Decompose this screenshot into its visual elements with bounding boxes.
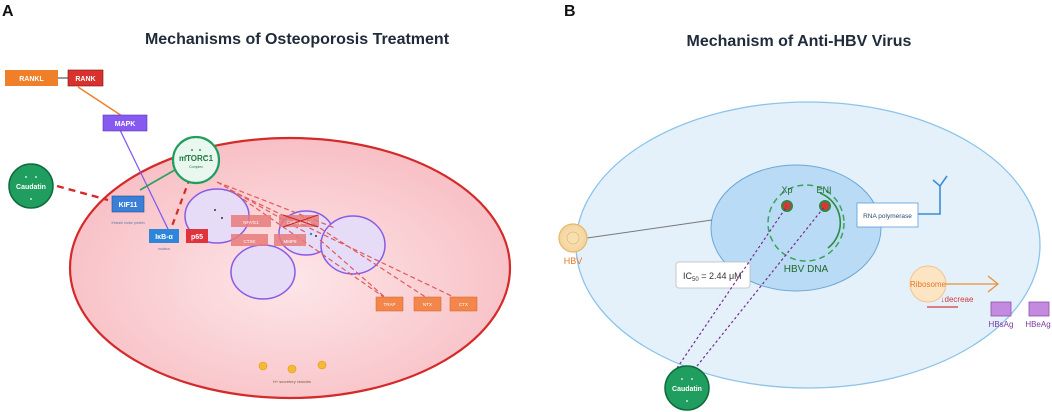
caudatin-kif11-inhibit <box>56 184 109 202</box>
mapk-ikba-link <box>119 129 169 230</box>
mmp9-rect <box>274 234 306 246</box>
kif11-sublabel: Kinesin motor protein <box>111 221 144 225</box>
trap-rect <box>375 296 404 312</box>
rank-label: RANK <box>75 76 95 83</box>
mapk-box: MAPK <box>102 114 148 132</box>
ntx-box: NTX <box>413 296 442 312</box>
p65-label: p65 <box>191 234 203 241</box>
ctx-rect <box>449 296 478 312</box>
ribosome-label: Ribosome <box>910 280 947 289</box>
hbsag-square <box>990 301 1012 317</box>
panel-b-title: Mechanism of Anti-HBV Virus <box>687 33 912 50</box>
ic50-prefix: IC <box>683 271 693 281</box>
ikba-box: IκB-α nucleus <box>149 229 179 251</box>
caudatin-a-label: Caudatin <box>16 184 46 191</box>
nucleus-dot <box>221 217 223 219</box>
decrease-label: ↓decreae <box>941 295 974 304</box>
ctsk-label: CTSK <box>243 239 255 244</box>
hbv-entry-line <box>586 219 713 239</box>
enl-label: ENI <box>816 185 831 195</box>
p65-box: p65 <box>186 229 208 243</box>
ic50-subscript: 50 <box>692 277 699 283</box>
ic50-value: = 2.44 μM <box>699 271 742 281</box>
hbv-dna-ring <box>767 184 845 262</box>
ctsk-box: CTSK <box>231 234 268 246</box>
ribosome-output-arrow <box>946 275 1000 293</box>
kif11-rect <box>111 195 145 213</box>
caudatin-a: Caudatin <box>8 163 54 209</box>
mtorc1-circle <box>171 135 221 185</box>
panel-a-letter: A <box>2 3 14 20</box>
enl-arc <box>819 192 842 249</box>
rna-polymerase-label: RNA polymerase <box>863 213 912 220</box>
mtorc1-label: mTORC1 <box>179 154 214 163</box>
nucleus-dot <box>214 209 216 211</box>
ntx-label: NTX <box>423 302 432 307</box>
receptor-icon <box>932 175 948 188</box>
rankl-box: RANKL <box>5 70 58 86</box>
hbeag-label: HBeAg <box>1025 320 1050 329</box>
nfatc1-rect <box>231 215 271 227</box>
mmp9-label: MMP9 <box>283 239 296 244</box>
trap-label: TRAP <box>383 302 395 307</box>
mmp9-box: MMP9 <box>274 234 306 246</box>
hbeag-square <box>1028 301 1050 317</box>
ikba-sublabel: nucleus <box>158 247 170 251</box>
ctx-box: CTX <box>449 296 478 312</box>
ic50-text: IC50 = 2.44 μM <box>683 271 742 283</box>
nucleus-3 <box>320 215 386 275</box>
ctsk-rect <box>231 234 268 246</box>
rank-box: RANK <box>67 69 104 87</box>
caudatin-b-label: Caudatin <box>672 386 702 393</box>
rankl-label: RANKL <box>19 76 44 83</box>
ikba-rect <box>149 229 179 243</box>
mapk-label: MAPK <box>115 121 136 128</box>
caudatin-enl-binding <box>696 205 826 367</box>
mtorc1-sublabel: Complex <box>189 165 203 169</box>
host-nucleus <box>710 164 882 292</box>
rank-mapk-link <box>77 86 123 117</box>
nucleus-4 <box>230 244 296 300</box>
rankl-rect <box>5 70 58 86</box>
cross-mark <box>282 214 319 228</box>
ctx-label: CTX <box>459 302 468 307</box>
panel-a: A Mechanisms of Osteoporosis Treatment <box>2 3 512 400</box>
rna-polymerase-box <box>856 202 919 228</box>
mapk-rect <box>102 114 148 132</box>
secretory-vesicles: H+ secretory vesicles <box>258 360 327 384</box>
trap-box: TRAP <box>375 296 404 312</box>
caudatin-b: Caudatin <box>664 365 710 411</box>
rna-pol-connector <box>918 186 941 215</box>
caudatin-b-circle <box>664 365 710 411</box>
p65-rect <box>186 229 208 243</box>
xp-label: Xp <box>781 185 792 195</box>
ntx-rect <box>413 296 442 312</box>
panel-b: B Mechanism of Anti-HBV Virus Xp ENI HBV… <box>558 3 1051 411</box>
kif11-label: KIF11 <box>119 202 138 209</box>
nfatc1-label: NFATc1 <box>243 220 259 225</box>
xp-binding-site <box>781 200 793 212</box>
ikba-label: IκB-α <box>155 234 173 241</box>
kif11-box: KIF11 Kinesin motor protein <box>111 195 145 225</box>
cathepsin-label: Cathepsin K <box>287 220 312 225</box>
mtorc1-complex: mTORC1 Complex <box>171 135 221 185</box>
caudatin-a-circle <box>8 163 54 209</box>
hbv-dna-label: HBV DNA <box>784 264 829 275</box>
vesicles-label: H+ secretory vesicles <box>273 379 311 384</box>
kif11-mtorc1-link <box>139 166 181 191</box>
hbsag-label: HBsAg <box>989 320 1014 329</box>
mtorc1-ikba-inhibit <box>170 177 192 227</box>
nfatc1-box: NFATc1 <box>231 215 271 227</box>
panel-a-title: Mechanisms of Osteoporosis Treatment <box>145 31 450 48</box>
ic50-box <box>675 261 751 289</box>
rank-rect <box>67 69 104 87</box>
panel-b-letter: B <box>564 3 576 20</box>
hbv-label: HBV <box>564 256 583 266</box>
